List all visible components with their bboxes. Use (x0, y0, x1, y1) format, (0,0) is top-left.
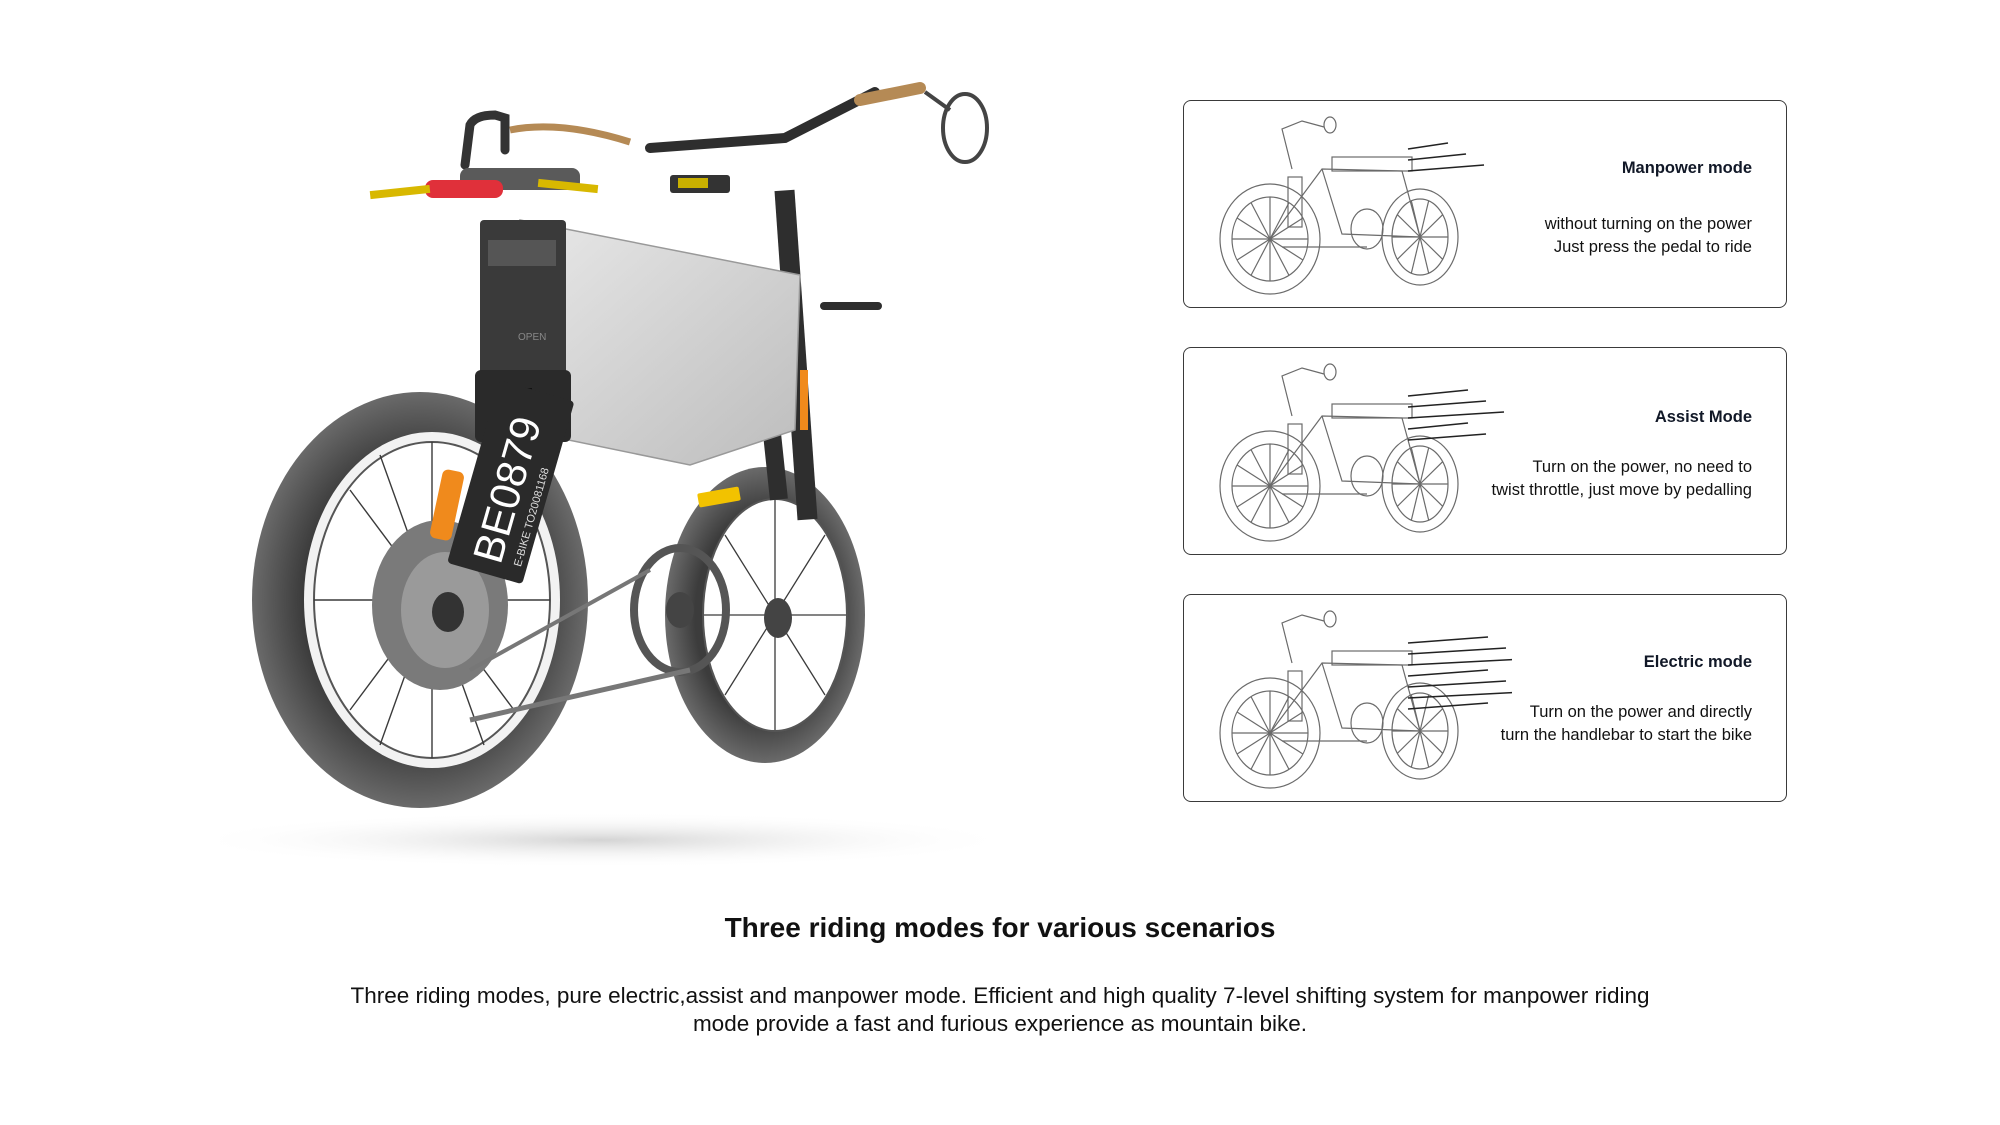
section-body-line: mode provide a fast and furious experien… (692, 1011, 1308, 1036)
sketch-handlebar (1281, 367, 1325, 417)
ground-shadow (220, 812, 1020, 868)
pedal (697, 486, 741, 508)
sketch-frame (1269, 415, 1421, 487)
section-title: Three riding modes for various scenarios (724, 912, 1276, 943)
sketch-lines (1219, 610, 1459, 789)
sketch-rear-wheel (1219, 183, 1321, 295)
sketch-seat (1331, 403, 1413, 419)
sketch-chainring (1350, 455, 1384, 497)
mode-description-line: Turn on the power and directly (1529, 703, 1752, 721)
speed-line (1407, 669, 1489, 677)
speed-line (1407, 142, 1449, 150)
chainring (469, 544, 730, 723)
sketch-frame (1269, 168, 1421, 240)
sketch-chainring (1350, 208, 1384, 250)
manpower-mode-card: Manpower mode without turning on the pow… (1183, 100, 1787, 308)
mode-description: Turn on the power, no need to twist thro… (1372, 456, 1752, 502)
section-body: Three riding modes, pure electric,assist… (300, 982, 1700, 1038)
sketch-rear-wheel (1219, 430, 1321, 542)
speed-line (1407, 691, 1512, 699)
mode-description-line: Turn on the power, no need to (1532, 458, 1752, 476)
speed-line (1407, 164, 1485, 172)
rear-reflector (430, 469, 464, 541)
assist-mode-card: Assist Mode Turn on the power, no need t… (1183, 347, 1787, 555)
speed-line (1407, 433, 1487, 441)
mode-description-line: without turning on the power (1544, 215, 1752, 233)
sketch-seat (1331, 156, 1413, 172)
mode-description-line: Just press the pedal to ride (1553, 238, 1752, 256)
mode-description: Turn on the power and directly turn the … (1392, 701, 1752, 747)
section-body-line: Three riding modes, pure electric,assist… (350, 983, 1650, 1008)
bike-sketch-manpower (1219, 116, 1485, 295)
mode-title: Electric mode (1643, 653, 1752, 671)
sketch-rear-wheel (1219, 677, 1321, 789)
rear-rack (369, 110, 632, 200)
sketch-chainring (1350, 702, 1384, 744)
speed-line (1407, 680, 1507, 688)
handlebars (645, 82, 989, 193)
electric-mode-card: Electric mode Turn on the power and dire… (1183, 594, 1787, 802)
sketch-handlebar (1281, 120, 1325, 170)
speed-line (1407, 389, 1469, 397)
footpeg (820, 302, 882, 310)
mode-description-line: turn the handlebar to start the bike (1500, 726, 1752, 744)
speed-line (1407, 636, 1489, 644)
speed-line (1407, 702, 1489, 710)
sketch-handlebar (1281, 614, 1325, 664)
front-wheel (665, 467, 865, 763)
mode-title: Assist Mode (1654, 408, 1752, 426)
bike-sketch-electric (1219, 610, 1512, 789)
battery-label: OPEN (518, 332, 546, 343)
speed-line (1407, 411, 1505, 419)
sketch-lines (1219, 116, 1459, 295)
bike-illustration: OPEN BE0879 E-BIKE TO20081168 (220, 82, 1020, 868)
mode-description: without turning on the power Just press … (1392, 213, 1752, 259)
speed-line (1407, 658, 1512, 666)
sketch-lines (1219, 363, 1459, 542)
mode-title: Manpower mode (1621, 159, 1752, 177)
bike-sketch-assist (1219, 363, 1505, 542)
speed-line (1407, 647, 1507, 655)
speed-line (1407, 422, 1469, 430)
sketch-seat (1331, 650, 1413, 666)
mode-description-line: twist throttle, just move by pedalling (1491, 481, 1752, 499)
speed-line (1407, 400, 1487, 408)
speed-line (1407, 153, 1467, 161)
